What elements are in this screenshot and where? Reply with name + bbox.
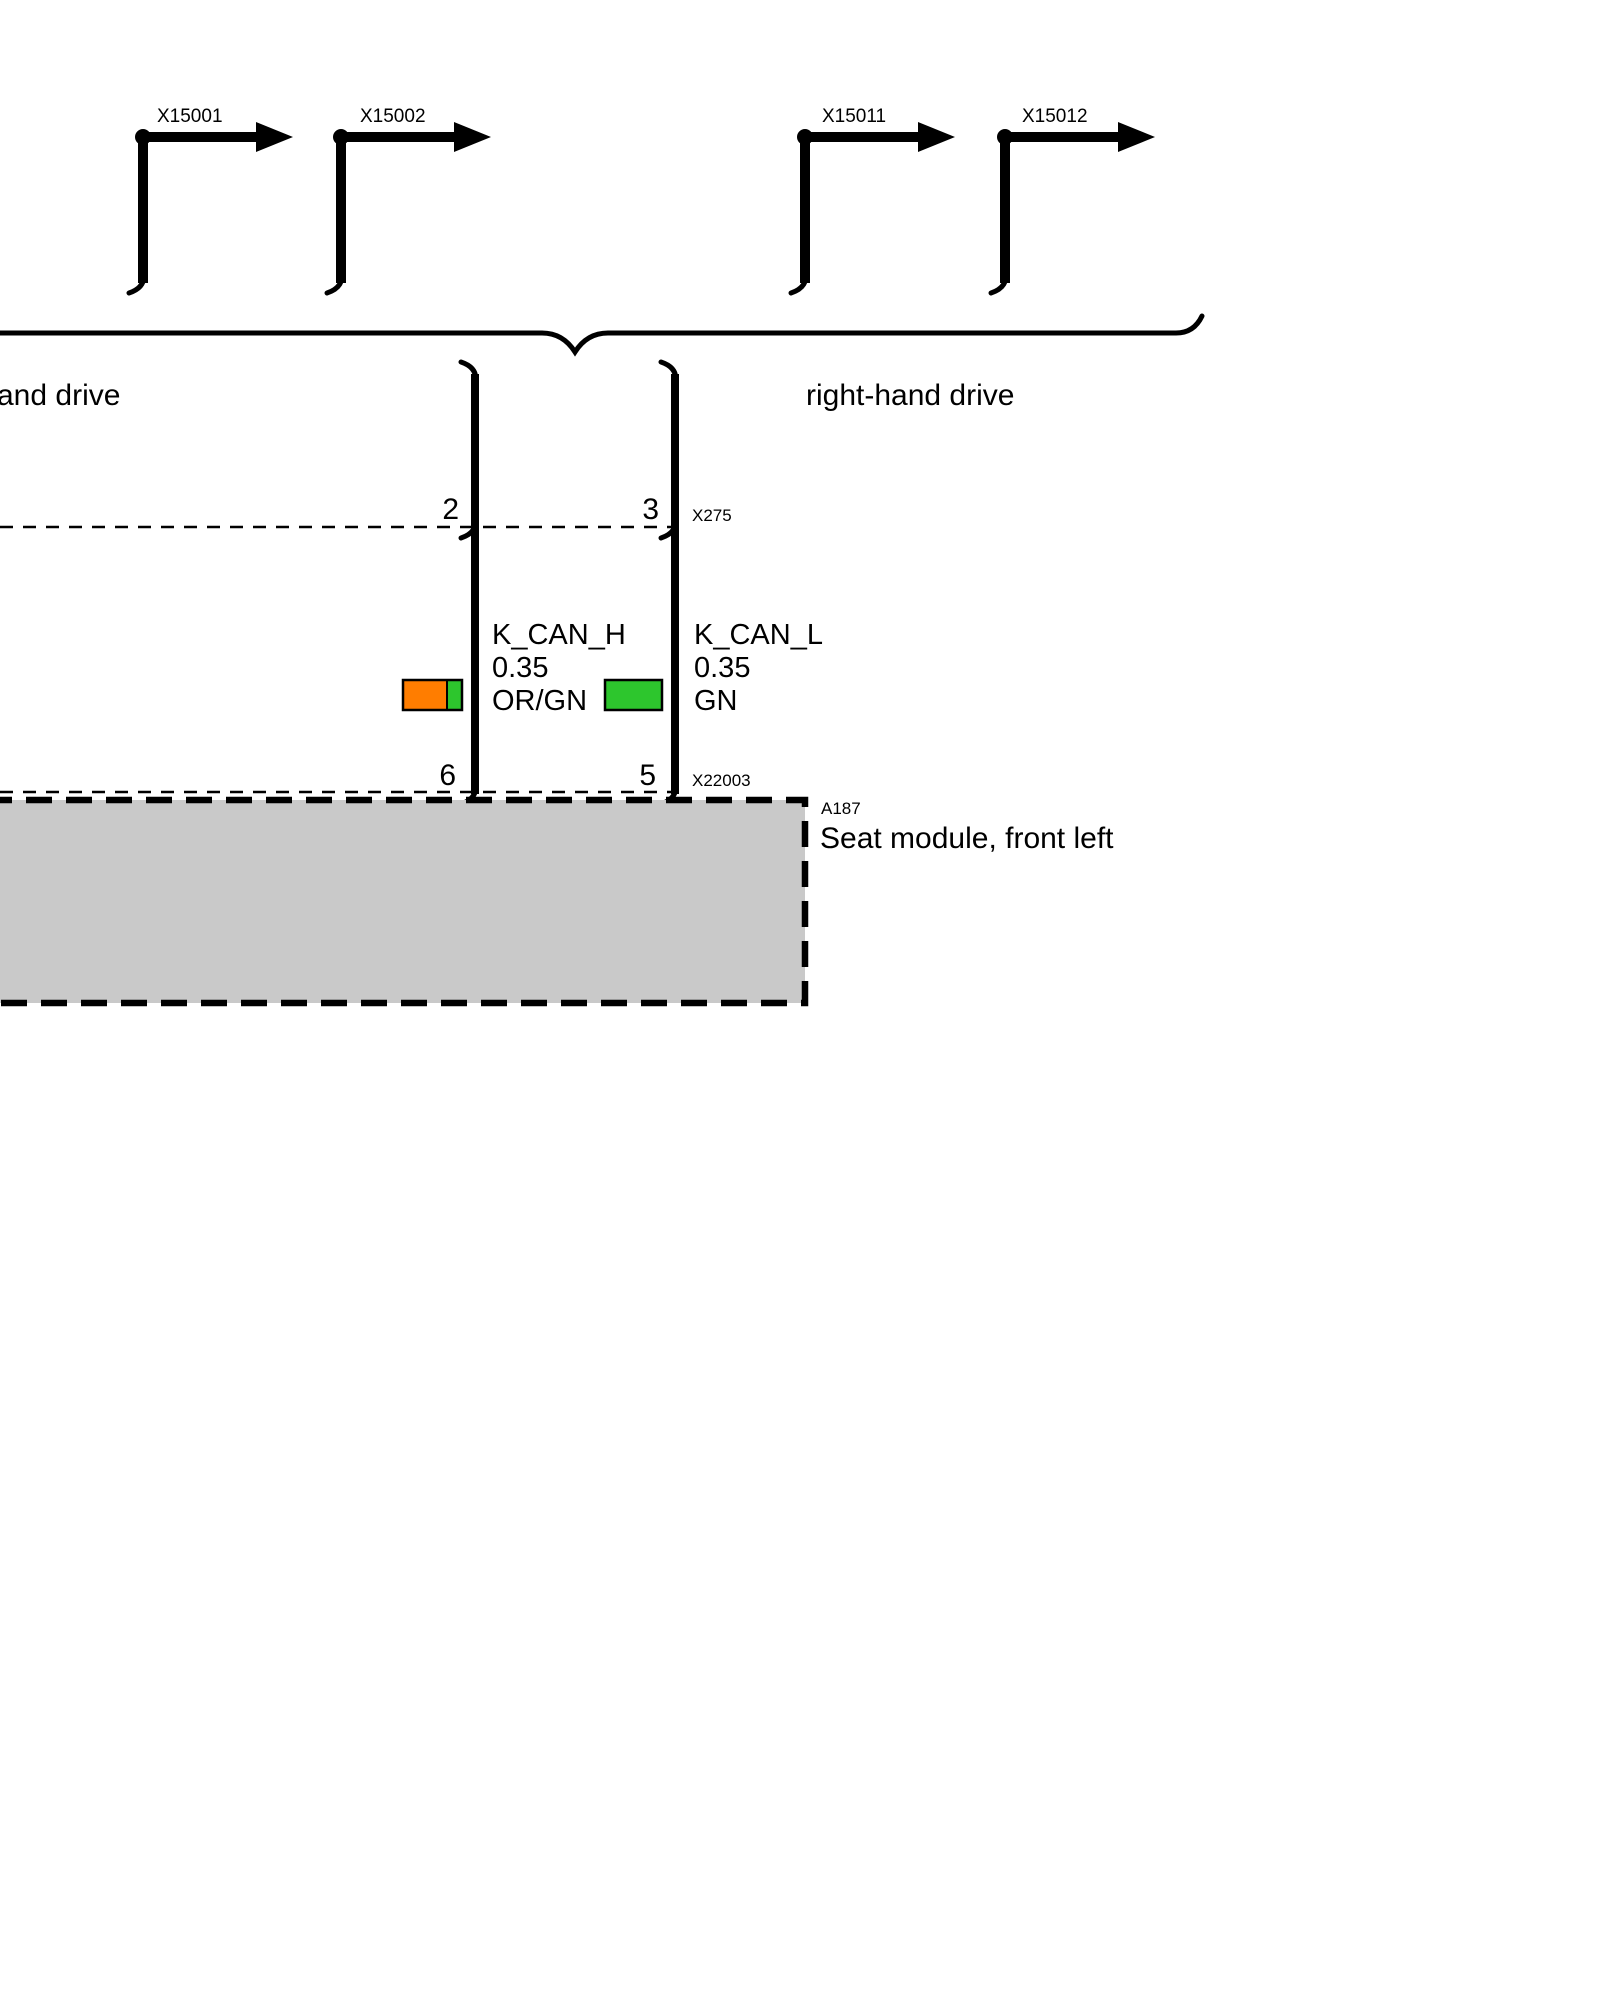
wire-break-icon	[988, 268, 1009, 296]
grouping-brace	[0, 313, 1205, 357]
module-name: Seat module, front left	[820, 822, 1114, 855]
module-a187: A187 Seat module, front left	[0, 796, 1114, 1007]
pin-number: 2	[442, 493, 459, 526]
connector-arrow-x15001: X15001	[126, 106, 293, 296]
module-id: A187	[821, 799, 861, 818]
wire-break-icon	[324, 268, 345, 296]
wire-signal-label: K_CAN_H	[492, 619, 626, 651]
color-swatch-gn	[603, 678, 664, 712]
pin-number: 6	[439, 759, 456, 792]
arrow-head-icon	[1118, 122, 1155, 152]
wire-kcanh	[458, 359, 479, 807]
swatch-green-part	[447, 680, 462, 710]
connector-arrow-x15002: X15002	[324, 106, 491, 296]
swatch-outline	[401, 678, 464, 712]
variant-label-right: right-hand drive	[806, 379, 1014, 412]
pin-number: 3	[642, 493, 659, 526]
pin-number: 5	[639, 759, 656, 792]
arrow-head-icon	[918, 122, 955, 152]
row-x275: 2 3 X275	[442, 493, 731, 526]
variant-label-left: and drive	[0, 379, 120, 412]
connector-label: X15002	[360, 106, 426, 127]
swatch-green-part	[605, 680, 662, 710]
wire-gauge-label: 0.35	[694, 652, 750, 684]
arrow-head-icon	[454, 122, 491, 152]
connector-id: X275	[692, 506, 732, 525]
wire-break-icon	[126, 268, 147, 296]
wire-kcanh-labels: K_CAN_H 0.35 OR/GN	[401, 619, 626, 717]
wire-color-label: OR/GN	[492, 685, 587, 717]
wire-signal-label: K_CAN_L	[694, 619, 823, 651]
connector-label: X15001	[157, 106, 223, 127]
wire-break-icon	[788, 268, 809, 296]
row-x22003: 6 5 X22003	[439, 759, 750, 792]
swatch-outline	[603, 678, 664, 712]
connector-arrow-x15012: X15012	[988, 106, 1155, 296]
wire-kcanl-labels: K_CAN_L 0.35 GN	[603, 619, 823, 717]
connector-arrow-x15011: X15011	[788, 106, 955, 296]
connector-id: X22003	[692, 771, 751, 790]
connector-label: X15012	[1022, 106, 1088, 127]
module-box	[0, 796, 809, 1007]
connector-label: X15011	[822, 106, 886, 127]
swatch-orange-part	[403, 680, 447, 710]
wire-gauge-label: 0.35	[492, 652, 548, 684]
arrow-head-icon	[256, 122, 293, 152]
color-swatch-orgn	[401, 678, 464, 712]
wire-color-label: GN	[694, 685, 738, 717]
wire-kcanl	[658, 359, 679, 807]
